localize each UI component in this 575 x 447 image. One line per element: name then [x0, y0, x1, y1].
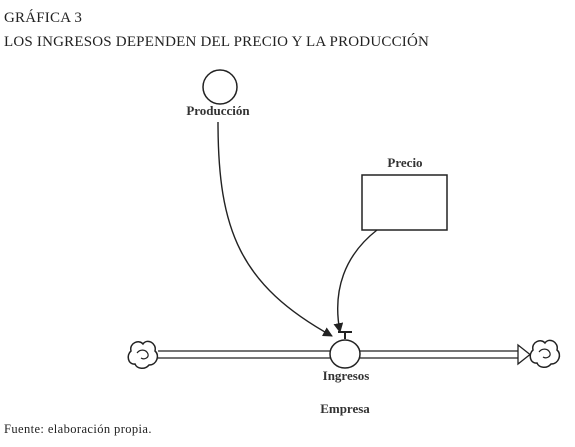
produccion-label: Producción	[186, 103, 250, 118]
cloud-source-icon	[127, 340, 159, 369]
connector-produccion-ingresos	[217, 121, 333, 337]
figure-title: LOS INGRESOS DEPENDEN DEL PRECIO Y LA PR…	[4, 34, 430, 50]
precio-node	[361, 174, 448, 231]
ingresos-label: Ingresos	[323, 368, 370, 383]
precio-label: Precio	[387, 155, 422, 170]
empresa-label: Empresa	[320, 401, 370, 416]
cloud-sink-icon	[529, 339, 561, 368]
ingresos-valve	[329, 331, 361, 369]
source-note: Fuente: elaboración propia.	[4, 422, 152, 436]
figure-label: GRÁFICA 3	[4, 10, 83, 26]
connector-precio-ingresos	[333, 229, 378, 333]
produccion-node	[202, 69, 238, 105]
